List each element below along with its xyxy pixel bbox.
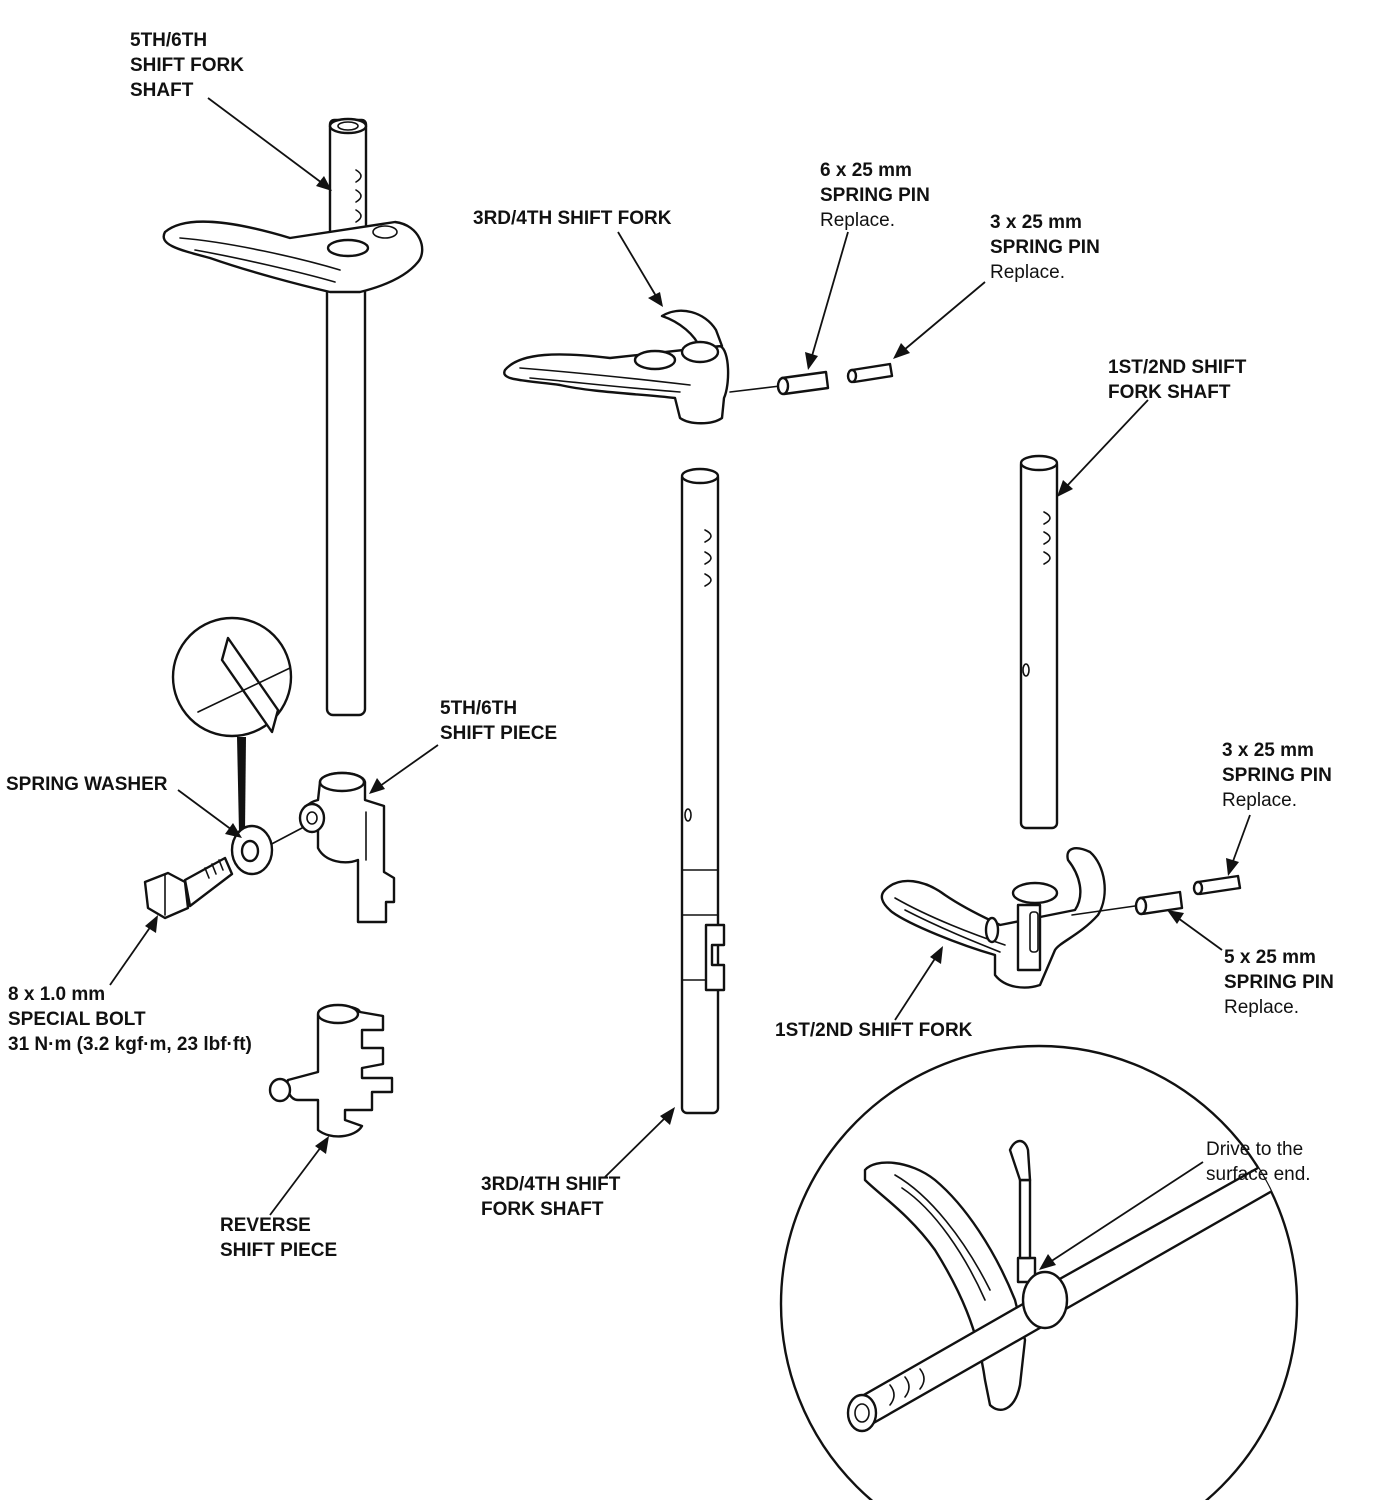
label-line: 1ST/2ND SHIFT	[1108, 357, 1247, 378]
label-line: 3RD/4TH SHIFT FORK	[473, 208, 672, 229]
label-pin-name: SPRING PIN	[820, 185, 930, 206]
label-bolt-name: SPECIAL BOLT	[8, 1009, 146, 1030]
shift-fork-34	[503, 309, 730, 425]
label-pin-note: Replace.	[820, 210, 895, 231]
label-pin-size: 5 x 25 mm	[1224, 947, 1316, 968]
label-pin-name: SPRING PIN	[1222, 765, 1332, 786]
label-line: FORK SHAFT	[481, 1199, 604, 1220]
reverse-shift-piece	[268, 1003, 394, 1138]
label-line: SPRING WASHER	[6, 774, 168, 795]
label-spring-pin-3x25-top: 3 x 25 mm SPRING PIN Replace.	[990, 210, 1100, 285]
label-reverse-shift-piece: REVERSE SHIFT PIECE	[220, 1213, 337, 1263]
label-special-bolt: 8 x 1.0 mm SPECIAL BOLT 31 N·m (3.2 kgf·…	[8, 982, 252, 1057]
label-shift-fork-12: 1ST/2ND SHIFT FORK	[775, 1018, 972, 1043]
label-bolt-size: 8 x 1.0 mm	[8, 984, 106, 1005]
label-line: 1ST/2ND SHIFT FORK	[775, 1020, 973, 1041]
spring-pin-3x25-right	[1192, 874, 1242, 896]
label-line: REVERSE	[220, 1215, 311, 1236]
label-shift-fork-34: 3RD/4TH SHIFT FORK	[473, 206, 671, 231]
label-line: surface end.	[1206, 1164, 1311, 1185]
label-bolt-torque: 31 N·m (3.2 kgf·m, 23 lbf·ft)	[8, 1034, 252, 1055]
label-line: SHIFT PIECE	[440, 723, 558, 744]
label-pin-name: SPRING PIN	[1224, 972, 1334, 993]
drive-pin-detail	[779, 1044, 1299, 1500]
label-line: 5TH/6TH	[130, 30, 208, 51]
label-pin-note: Replace.	[990, 262, 1065, 283]
label-pin-size: 3 x 25 mm	[990, 212, 1082, 233]
label-line: SHAFT	[130, 80, 194, 101]
shift-fork-12	[880, 847, 1106, 989]
label-line: SHIFT FORK	[130, 55, 244, 76]
label-line: SHIFT PIECE	[220, 1240, 338, 1261]
shift-fork-shaft-34	[680, 467, 726, 1115]
label-pin-size: 6 x 25 mm	[820, 160, 912, 181]
label-spring-washer: SPRING WASHER	[6, 772, 168, 797]
spring-pin-6x25	[776, 370, 830, 396]
shift-piece-56	[298, 771, 396, 924]
spring-pin-3x25-top	[846, 362, 894, 384]
label-spring-pin-5x25: 5 x 25 mm SPRING PIN Replace.	[1224, 945, 1334, 1020]
label-line: 3RD/4TH SHIFT	[481, 1174, 621, 1195]
label-shift-piece-56: 5TH/6TH SHIFT PIECE	[440, 696, 557, 746]
label-drive-note: Drive to the surface end.	[1206, 1137, 1311, 1187]
shift-fork-56	[162, 220, 424, 294]
label-line: FORK SHAFT	[1108, 382, 1231, 403]
spring-pin-5x25	[1134, 890, 1184, 916]
shift-fork-shaft-12	[1019, 454, 1059, 830]
leader-lines	[109, 97, 1251, 1270]
label-line: 5TH/6TH	[440, 698, 518, 719]
label-pin-name: SPRING PIN	[990, 237, 1100, 258]
spring-washer-detail	[171, 616, 293, 832]
shift-fork-shaft-56	[325, 117, 368, 717]
label-shift-fork-shaft-34: 3RD/4TH SHIFT FORK SHAFT	[481, 1172, 620, 1222]
label-pin-size: 3 x 25 mm	[1222, 740, 1314, 761]
label-shift-fork-shaft-12: 1ST/2ND SHIFT FORK SHAFT	[1108, 355, 1246, 405]
label-spring-pin-6x25: 6 x 25 mm SPRING PIN Replace.	[820, 158, 930, 233]
label-pin-note: Replace.	[1222, 790, 1297, 811]
label-pin-note: Replace.	[1224, 997, 1299, 1018]
label-line: Drive to the	[1206, 1139, 1304, 1160]
label-shift-fork-shaft-56: 5TH/6TH SHIFT FORK SHAFT	[130, 28, 244, 103]
special-bolt	[143, 856, 234, 920]
label-spring-pin-3x25-right: 3 x 25 mm SPRING PIN Replace.	[1222, 738, 1332, 813]
